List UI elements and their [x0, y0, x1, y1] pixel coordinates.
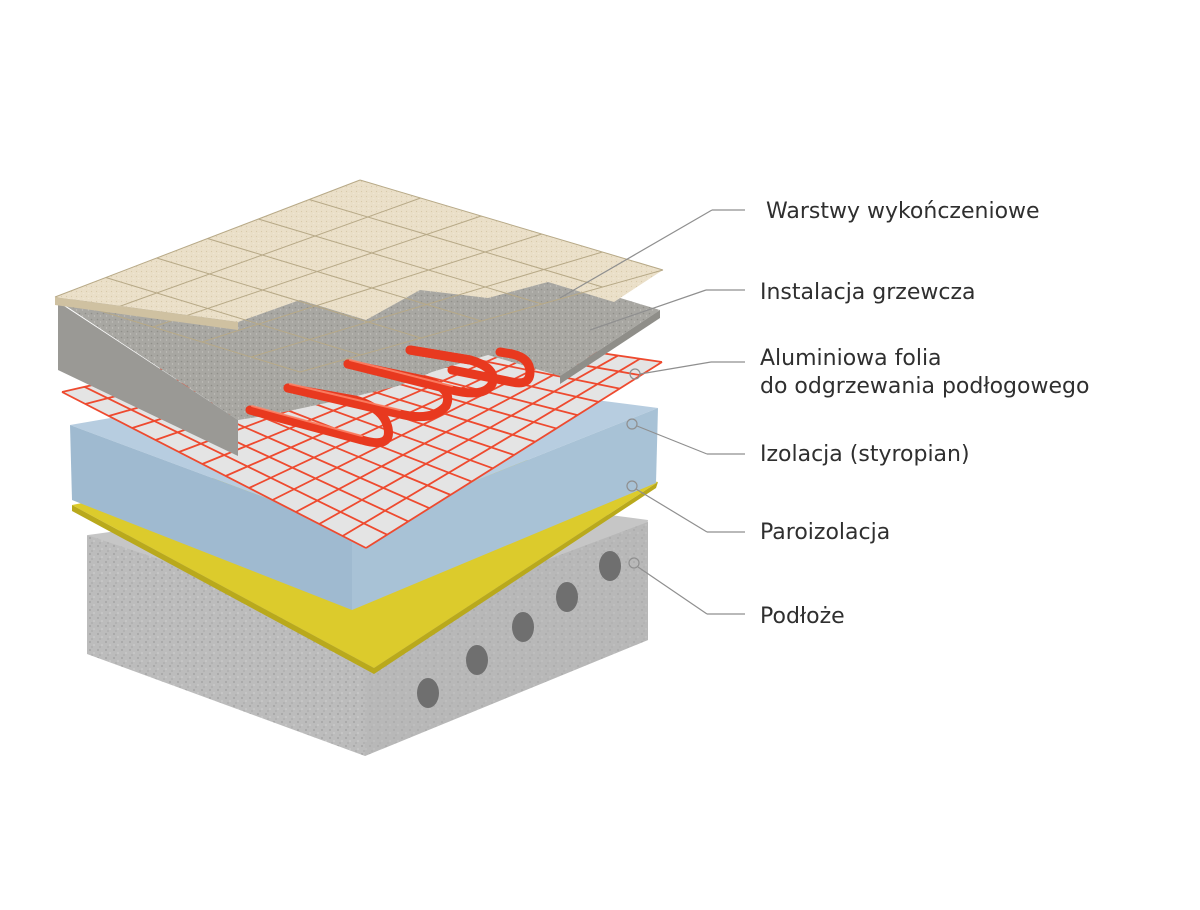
insulation-right-side [352, 408, 658, 610]
pipe-highlight [349, 359, 453, 387]
grid-line [84, 386, 388, 536]
heating-pipes [245, 345, 535, 448]
grid-line [250, 251, 603, 358]
grid-line [299, 269, 664, 373]
grid-line [342, 357, 641, 537]
screed-front-side [560, 310, 660, 384]
heating-pipe-highlights [251, 359, 453, 437]
slab-hole [417, 678, 439, 708]
leader-base-dot [628, 557, 640, 569]
grid-line [207, 238, 482, 322]
leader-vapor [635, 488, 708, 533]
heating-pipe [405, 345, 475, 365]
grid-line [156, 257, 422, 339]
grid-line [61, 391, 367, 549]
tiles-edge [55, 297, 238, 330]
slab-hole [512, 612, 534, 642]
grid-line [105, 277, 361, 356]
slab-hole [556, 582, 578, 612]
grid-line [365, 361, 663, 549]
screed-left-side [58, 302, 238, 456]
label-aluminium-foil-line2: do odgrzewania podłogowego [760, 374, 1090, 399]
grid-line [309, 199, 603, 288]
label-base: Podłoże [760, 604, 845, 629]
slab-hole-row [417, 551, 621, 708]
grid-line [54, 179, 361, 298]
leader-heating [589, 289, 707, 331]
grid-line [258, 218, 543, 305]
grid-line [272, 348, 575, 501]
leader-vapor-dot [626, 480, 638, 492]
tile-joints [54, 179, 664, 373]
leader-insulation [636, 425, 708, 455]
finishing-tiles [54, 179, 664, 373]
heating-pipe [447, 347, 535, 388]
leader-foil [639, 361, 712, 375]
grid-line [295, 351, 597, 513]
grid-line [359, 179, 664, 271]
pipe-highlight [289, 383, 401, 411]
grid-line [152, 215, 482, 328]
grid-line [201, 233, 542, 343]
leader-finishing [559, 209, 713, 299]
label-insulation: Izolacja (styropian) [760, 442, 970, 467]
base-slab-left-side [87, 535, 365, 756]
label-aluminium-foil: Aluminiowa folia do odgrzewania podłogow… [760, 345, 1089, 401]
label-vapor-barrier: Paroizolacja [760, 520, 891, 545]
pipe-highlight [251, 405, 363, 437]
slab-hole [466, 645, 488, 675]
label-aluminium-foil-line1: Aluminiowa folia [760, 346, 942, 371]
label-heating-installation: Instalacja grzewcza [760, 280, 976, 305]
leader-lines [559, 209, 745, 615]
heating-pipe [343, 345, 498, 398]
tiles-top [55, 180, 663, 322]
leader-insulation-dot [626, 418, 638, 430]
leader-base [637, 566, 708, 615]
grid-line [318, 354, 619, 525]
slab-hole [599, 551, 621, 581]
grid-line [103, 197, 421, 313]
label-finishing-layers: Warstwy wykończeniowe [766, 199, 1040, 224]
insulation-left-side [70, 425, 352, 610]
